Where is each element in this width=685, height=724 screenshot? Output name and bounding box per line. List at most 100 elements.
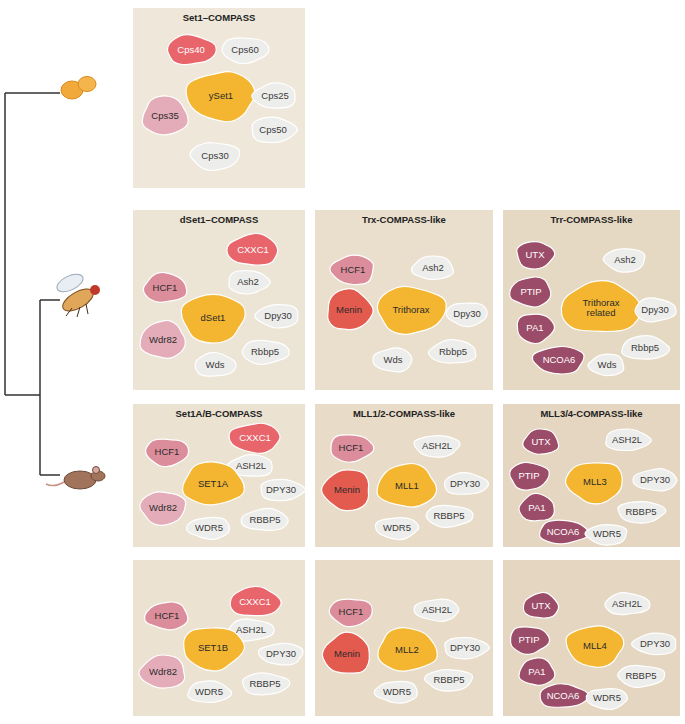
subunit-blob: Cps40 [166,35,216,65]
subunit-label: HCF1 [155,447,180,457]
yeast-icon [61,77,96,100]
subunit-label: Dpy30 [641,305,668,315]
complex-panel: Trx-COMPASS-likeHCF1Ash2MeninTrithoraxDp… [315,210,493,390]
subunit-label: PA1 [528,667,545,677]
subunit-blob: HCF1 [329,598,373,626]
subunit-blob: Menin [323,469,371,511]
subunit-blob: CXXC1 [227,234,279,266]
subunit-blob: DPY30 [633,633,678,655]
blob-outline [243,673,290,695]
subunit-label: Wdr82 [149,667,177,677]
blob-outline [167,35,216,65]
subunit-label: Wdr82 [149,335,177,345]
blob-outline [329,599,372,627]
blob-outline [184,628,245,671]
subunit-label: MLL3 [583,477,607,487]
complex-panel: dSet1–COMPASSCXXC1HCF1Ash2dSet1Dpy30Wdr8… [133,210,305,390]
panel-ground [503,560,680,716]
blob-outline [511,627,550,655]
blob-outline [446,303,487,326]
subunit-label: Ash2 [614,255,636,265]
blob-outline [252,83,295,108]
subunit-blob: Dpy30 [446,302,488,326]
subunit-label: UTX [532,437,551,447]
subunit-label: DPY30 [640,639,670,649]
panel-title: MLL3/4-COMPASS-like [503,408,680,419]
subunit-label: ySet1 [209,91,233,101]
subunit-blob: dSet1 [181,293,245,343]
blob-outline [519,493,554,521]
subunit-label: MLL4 [583,641,607,651]
subunit-blob: Cps35 [142,96,188,136]
blob-outline [444,637,489,658]
blob-outline [588,354,624,376]
blob-outline [633,469,677,491]
subunit-label: WDR5 [593,529,621,539]
subunit-label: CXXC1 [239,597,271,607]
subunit-blob: HCF1 [331,255,375,285]
blob-outline [188,681,232,702]
subunit-blob: NCOA6 [538,520,588,544]
subunit-blob: WDR5 [375,681,419,703]
subunit-blob: PA1 [519,494,555,522]
blob-outline [603,249,645,272]
subunit-label: RBBP5 [249,515,280,525]
blob-outline [242,340,289,364]
subunit-label: Cps60 [231,45,258,55]
blob-outline [377,463,437,507]
subunit-label: WDR5 [383,523,411,533]
subunit-label: DPY30 [640,475,670,485]
subunit-label: Cps50 [259,125,286,135]
subunit-blob: DPY30 [259,479,304,501]
subunit-label: CXXC1 [237,245,269,255]
subunit-blob: UTX [516,241,554,269]
subunit-label: ASH2L [612,599,642,609]
blob-outline [412,256,454,279]
blob-outline [618,502,666,524]
mouse-icon [46,467,105,490]
subunit-blob: WDR5 [375,517,419,539]
subunit-label: WDR5 [593,693,621,703]
subunit-label: Menin [336,305,362,315]
subunit-blob: ASH2L [414,435,460,457]
subunit-label: Cps40 [177,45,204,55]
subunit-label: PTIP [520,287,541,297]
blob-outline [195,352,236,376]
blob-outline [181,294,245,343]
panel-title: Set1–COMPASS [133,12,305,23]
subunit-label: dSet1 [201,313,226,323]
subunit-label: WDR5 [383,687,411,697]
subunit-label: RBBP5 [625,671,656,681]
subunit-blob: Cps50 [250,117,296,143]
subunit-blob: ASH2L [604,429,650,451]
blob-outline [322,632,369,673]
blob-outline [517,314,554,343]
subunit-blob: Cps25 [253,83,297,109]
panel-title: MLL1/2-COMPASS-like [315,408,493,419]
subunit-blob: UTX [523,593,559,619]
subunit-blob: Ash2 [604,248,646,272]
subunit-blob: Ash2 [412,256,454,280]
subunit-label: Cps30 [201,151,228,161]
subunit-label: Trithorax related [567,298,635,319]
blob-outline [377,286,446,334]
subunit-blob: Menin [326,289,372,331]
blob-outline [378,628,437,671]
blob-outline [566,463,623,504]
blob-outline [330,255,373,284]
subunit-blob: RBBP5 [617,665,665,687]
complex-panel: MLL1/2-COMPASS-likeHCF1ASH2LMeninMLL1DPY… [315,404,493,547]
subunit-blob: PTIP [509,462,549,490]
subunit-label: MLL2 [395,645,419,655]
blob-outline [139,655,185,688]
blob-outline [140,492,186,526]
subunit-label: Trithorax [392,305,429,315]
blob-outline [227,233,278,265]
blob-outline [260,479,304,500]
blob-outline [523,592,558,618]
blob-outline [414,436,460,458]
subunit-blob: MLL1 [377,464,437,508]
panel-ground [315,560,493,716]
subunit-blob: Menin [323,633,371,675]
subunit-blob: Ash2 [227,270,269,294]
